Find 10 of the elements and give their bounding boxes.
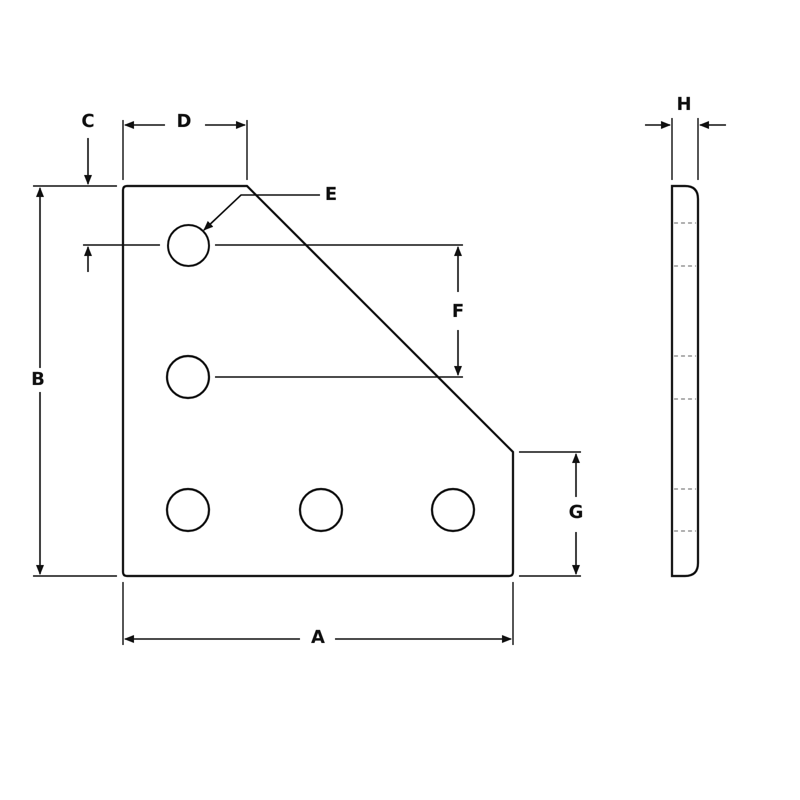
dimension-label: C — [81, 113, 95, 131]
dimension-label: A — [311, 629, 325, 647]
callout-letter: E — [322, 184, 340, 206]
dimension-label: D — [176, 113, 192, 131]
dimension-label: G — [568, 504, 584, 522]
mounting-hole — [167, 224, 210, 267]
dimension-label: H — [676, 96, 692, 114]
dimension-label: F — [452, 303, 464, 321]
leader-line — [203, 194, 320, 231]
dimension-label: B — [31, 371, 45, 389]
